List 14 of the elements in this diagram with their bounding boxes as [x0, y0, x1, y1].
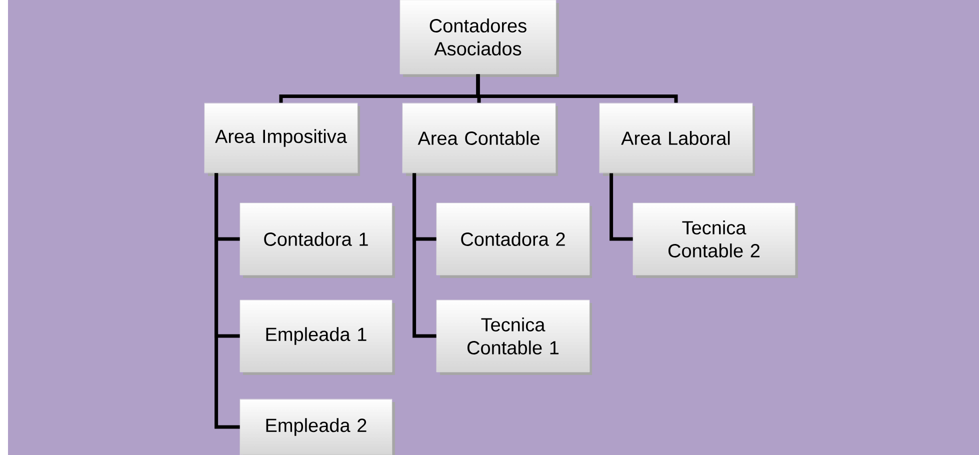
connector-line — [412, 173, 436, 338]
org-box: Empleada 1 — [240, 300, 395, 375]
org-box: Area Contable — [402, 102, 558, 176]
org-box: Tecnica Contable 1 — [436, 300, 592, 375]
org-box: Contadora 2 — [436, 202, 592, 278]
org-box: Area Impositiva — [204, 102, 360, 176]
org-box: Contadora 1 — [240, 202, 395, 278]
org-box: Contadores Asociados — [400, 0, 559, 77]
connector-line — [214, 173, 240, 429]
connector-line — [610, 173, 633, 241]
org-box: Area Laboral — [599, 102, 755, 176]
org-box: Empleada 2 — [240, 398, 395, 455]
org-box: Tecnica Contable 2 — [632, 202, 798, 278]
connector-line — [476, 74, 678, 103]
